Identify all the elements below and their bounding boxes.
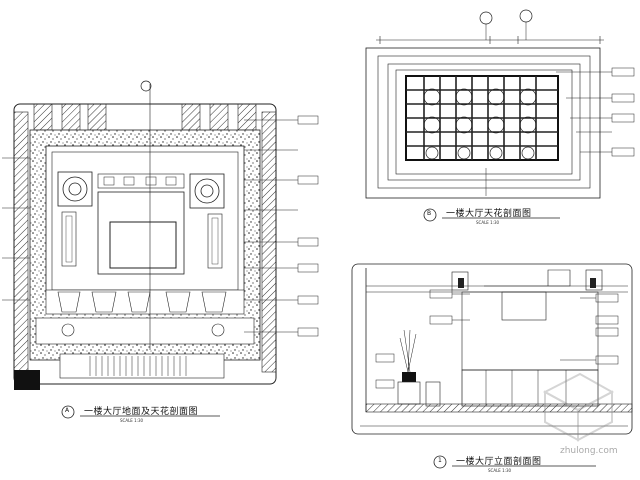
elevation-scale: SCALE 1:30 — [488, 468, 512, 473]
ceiling-drawing — [365, 9, 635, 222]
plan-title: 一楼大厅地面及天花剖面图 — [84, 407, 199, 417]
watermark-logo — [542, 372, 615, 442]
ceiling-marker: B — [427, 210, 432, 217]
elevation-marker: 1 — [438, 457, 443, 464]
elevation-drawing — [351, 263, 633, 469]
elevation-title: 一楼大厅立面剖面图 — [456, 457, 542, 467]
ceiling-scale: SCALE 1:30 — [476, 220, 500, 225]
plan-scale: SCALE 1:30 — [120, 418, 144, 423]
plan-drawing — [2, 80, 319, 419]
ceiling-title: 一楼大厅天花剖面图 — [446, 209, 532, 219]
watermark-text: zhulong.com — [560, 446, 618, 456]
plan-marker: A — [65, 407, 70, 414]
